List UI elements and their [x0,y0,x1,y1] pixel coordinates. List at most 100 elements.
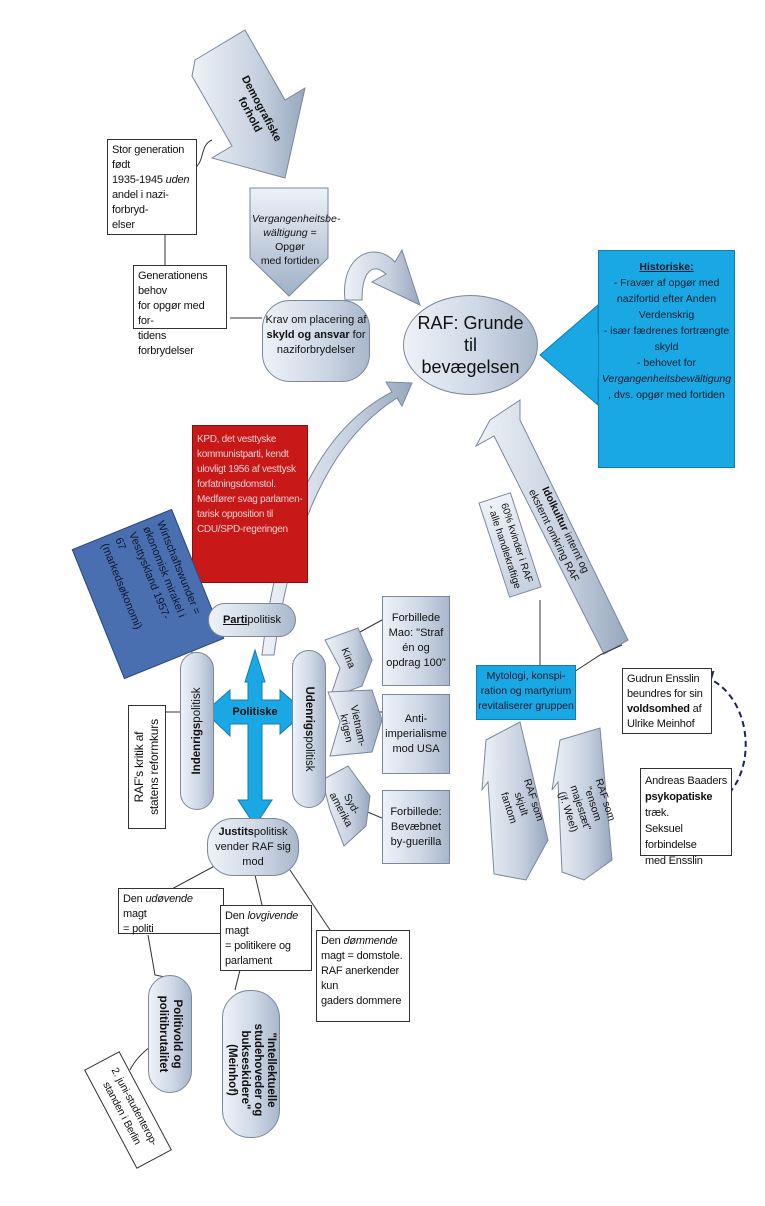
historiske-box: Historiske: - Fravær af opgør med nazifo… [598,250,735,468]
historiske-l4: - især fædrenes fortrængte [603,325,730,337]
justits-l1: Justitspolitisk [218,825,288,838]
fantom-arrow [481,721,549,881]
vergangenheit-l1: Vergangenheitsbe- [252,213,341,225]
gudrun-l3: voldsomhed af [627,703,702,715]
indenrigspolitisk-label: Indenrigspolitisk [191,687,203,775]
stor-generation-box: Stor generation født 1935-1945 uden ande… [107,139,197,235]
anti-l2: imperialisme [385,727,447,740]
udovende-l1: Den udøvende magt [123,893,193,920]
andreas-l2: psykopatiske træk. [645,791,713,819]
stor-generation-l2: 1935-1945 uden [112,174,190,186]
andreas-l1: Andreas Baaders [645,775,727,787]
raf-central-node: RAF: Grunde til bevægelsen [403,295,538,395]
idolkultur-arrow [474,399,629,655]
mytologi-box: Mytologi, konspi- ration og martyrium re… [476,665,576,720]
gudrun-l1: Gudrun Ensslin [627,673,700,685]
udenrigspolitisk-label: Udenrigspolitisk [303,686,315,772]
mytologi-l1: Mytologi, konspi- [486,670,566,682]
connector-lines [129,139,623,1071]
udenrigspolitisk-node [292,650,326,808]
bevaebnet-box: Forbillede: Bevæbnet by-guerilla [382,790,450,864]
vergangenheit-shape [249,187,329,297]
kpd-l5: Medfører svag parlamen- [197,494,303,505]
dashed-link-arrow [696,670,747,801]
bevaebnet-l2: Bevæbnet [390,820,442,833]
partipolitisk-label: Partipolitisk [222,614,282,626]
politivold-node [148,975,192,1093]
krav-l3: naziforbrydelser [276,344,356,356]
lovgivende-l1: Den lovgivende magt [225,910,299,937]
demografiske-arrow [191,29,306,179]
andreas-box: Andreas Baaders psykopatiske træk. Seksu… [640,768,732,867]
politivold-l2: politibrutalitet [157,995,169,1073]
kpd-box: KPD, det vesttyske kommunistparti, kendt… [192,425,308,583]
lovgivende-box: Den lovgivende magt = politikere og parl… [220,905,312,971]
dommende-box: Den dømmende magt = domstole. RAF anerke… [316,930,410,1022]
mao-l1: Forbillede [391,612,441,624]
partipolitisk-node: Partipolitisk [208,603,296,637]
historiske-l2: nazifortid efter Anden [616,293,717,305]
justits-l3: mod [242,855,264,868]
mytologi-l3: revitaliserer gruppen [478,700,574,712]
anti-l1: Anti- [404,712,428,725]
historiske-head: Historiske: [639,261,694,273]
krav-node: Krav om placering af skyld og ansvar for… [262,300,370,382]
mao-l4: opdrag 100" [386,657,446,669]
udovende-box: Den udøvende magt = politi [118,888,224,935]
raf-title: RAF: Grunde til bevægelsen [417,313,524,377]
politiske-cross-arrow [204,648,306,827]
rafs-kritik-l2: statens reformkurs [147,719,161,815]
mao-l3: én og [402,642,430,654]
intellektuelle-l1: "Intellektuelle [265,1032,277,1108]
intellektuelle-l2: studehoveder og [252,1023,264,1117]
anti-l3: mod USA [392,742,440,755]
historiske-l7: Vergangenheitsbewältigung [601,373,732,385]
rafs-kritik-box: RAF's kritik af statens reformkurs [128,705,166,829]
udovende-l2: = politi [123,923,154,935]
stor-generation-l4: elser [112,219,135,231]
justits-l2: vender RAF sig [215,840,291,853]
historiske-l1: - Fravær af opgør med [613,277,720,289]
kpd-l2: kommunistparti, kendt [197,449,289,460]
mao-l2: Mao: "Straf [388,627,444,639]
rafs-kritik-l1: RAF's kritik af [132,731,146,803]
anti-imperialisme-box: Anti- imperialisme mod USA [382,694,450,774]
stor-generation-l1: Stor generation født [112,144,185,171]
vergangenheit-text: Vergangenheitsbe- wältigung = Opgør med … [252,212,340,268]
generationens-l3: tidens forbrydelser [138,330,194,357]
intellektuelle-label: "Intellektuelle studehoveder og bukseski… [223,1000,279,1140]
kpd-l6: tarisk opposition til [197,509,273,520]
intellektuelle-l3: bukseskidere" [239,1030,251,1110]
andreas-l4: med Ensslin [645,855,703,867]
curved-arrow-krav [344,248,421,306]
dommende-l4: gaders dommere [321,995,402,1007]
intellektuelle-node [222,990,280,1138]
gudrun-l2: beundres for sin [627,688,703,700]
politivold-label: Politivold og politibrutalitet [153,977,187,1091]
gudrun-l4: Ulrike Meinhof [627,718,695,730]
dommende-l1: Den dømmende [321,935,398,947]
bevaebnet-l3: by-guerilla [390,835,442,848]
kpd-l4: forfatningsdomstol. [197,479,276,490]
historiske-l6: - behovet for [637,357,696,369]
justitspolitisk-node: Justitspolitisk vender RAF sig mod [207,818,299,876]
indenrigspolitisk-node [180,652,214,810]
kpd-l7: CDU/SPD-regeringen [197,524,288,535]
lovgivende-l2: = politikere og [225,940,291,952]
gudrun-box: Gudrun Ensslin beundres for sin voldsomh… [622,668,712,734]
generationens-l2: for opgør med for- [138,300,205,327]
ensom-arrow [551,727,613,881]
andreas-l3: Seksuel forbindelse [645,823,697,851]
dommende-l3: RAF anerkender kun [321,965,399,992]
kpd-l3: ulovligt 1956 af vesttysk [197,464,296,475]
historiske-l5: skyld [654,341,679,353]
lovgivende-l3: parlament [225,955,273,967]
bevaebnet-l1: Forbillede: [390,805,442,818]
stor-generation-l3: andel i nazi-forbryd- [112,189,169,216]
vergangenheit-l2: wältigung = Opgør [263,227,317,253]
vietnam-chevron [327,689,383,757]
sydamerika-chevron [321,765,371,847]
generationens-l1: Generationens behov [138,270,208,297]
